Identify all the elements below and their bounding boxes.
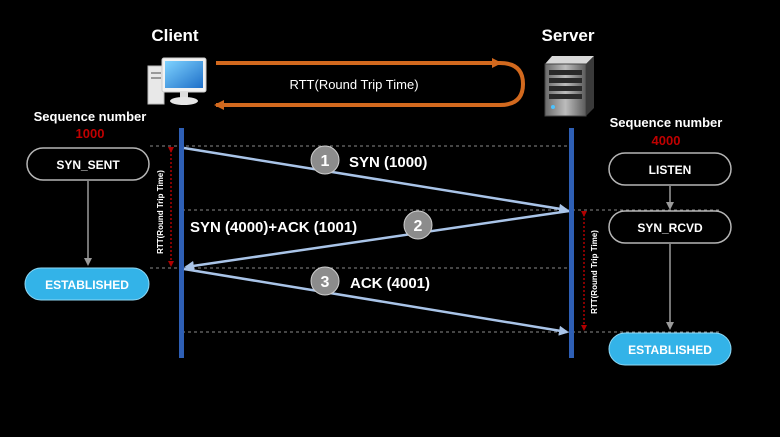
- server-seq-value: 4000: [652, 133, 681, 148]
- step-badge-1: 1: [310, 145, 340, 175]
- client-rtt-label: RTT(Round Trip Time): [156, 170, 165, 254]
- step-badge-3: 3: [310, 266, 340, 296]
- svg-text:ESTABLISHED: ESTABLISHED: [45, 278, 129, 292]
- computer-icon: [147, 57, 207, 105]
- svg-text:SYN_RCVD: SYN_RCVD: [637, 221, 703, 235]
- client-state-established: ESTABLISHED: [24, 267, 150, 301]
- syn-ack-label: SYN (4000)+ACK (1001): [190, 219, 357, 236]
- svg-text:2: 2: [414, 218, 423, 235]
- server-timeline: [569, 128, 574, 358]
- server-seq-label: Sequence number: [610, 115, 723, 130]
- syn-ack-arrow: [184, 209, 570, 271]
- client-title: Client: [151, 26, 199, 45]
- ack-arrow: [183, 267, 569, 336]
- server-rtt-label: RTT(Round Trip Time): [590, 230, 599, 314]
- client-seq-value: 1000: [76, 126, 105, 141]
- svg-text:1: 1: [321, 153, 330, 170]
- step-badge-2: 2: [403, 210, 433, 240]
- svg-text:3: 3: [321, 274, 330, 291]
- server-state-listen: LISTEN: [608, 152, 732, 186]
- rtt-loop-arrow: [214, 58, 526, 110]
- server-title: Server: [542, 26, 595, 45]
- svg-text:ESTABLISHED: ESTABLISHED: [628, 343, 712, 357]
- syn-label: SYN (1000): [349, 154, 427, 171]
- client-state-syn-sent: SYN_SENT: [26, 147, 150, 181]
- client-timeline: [179, 128, 184, 358]
- rtt-top-label: RTT(Round Trip Time): [289, 77, 418, 92]
- server-state-established: ESTABLISHED: [608, 332, 732, 366]
- syn-arrow: [183, 146, 569, 214]
- ack-label: ACK (4001): [350, 275, 430, 292]
- time-guides: [150, 145, 722, 333]
- client-seq-label: Sequence number: [34, 109, 147, 124]
- svg-text:LISTEN: LISTEN: [649, 163, 692, 177]
- server-state-syn-rcvd: SYN_RCVD: [608, 210, 732, 244]
- svg-text:SYN_SENT: SYN_SENT: [56, 158, 120, 172]
- server-icon: [544, 56, 594, 117]
